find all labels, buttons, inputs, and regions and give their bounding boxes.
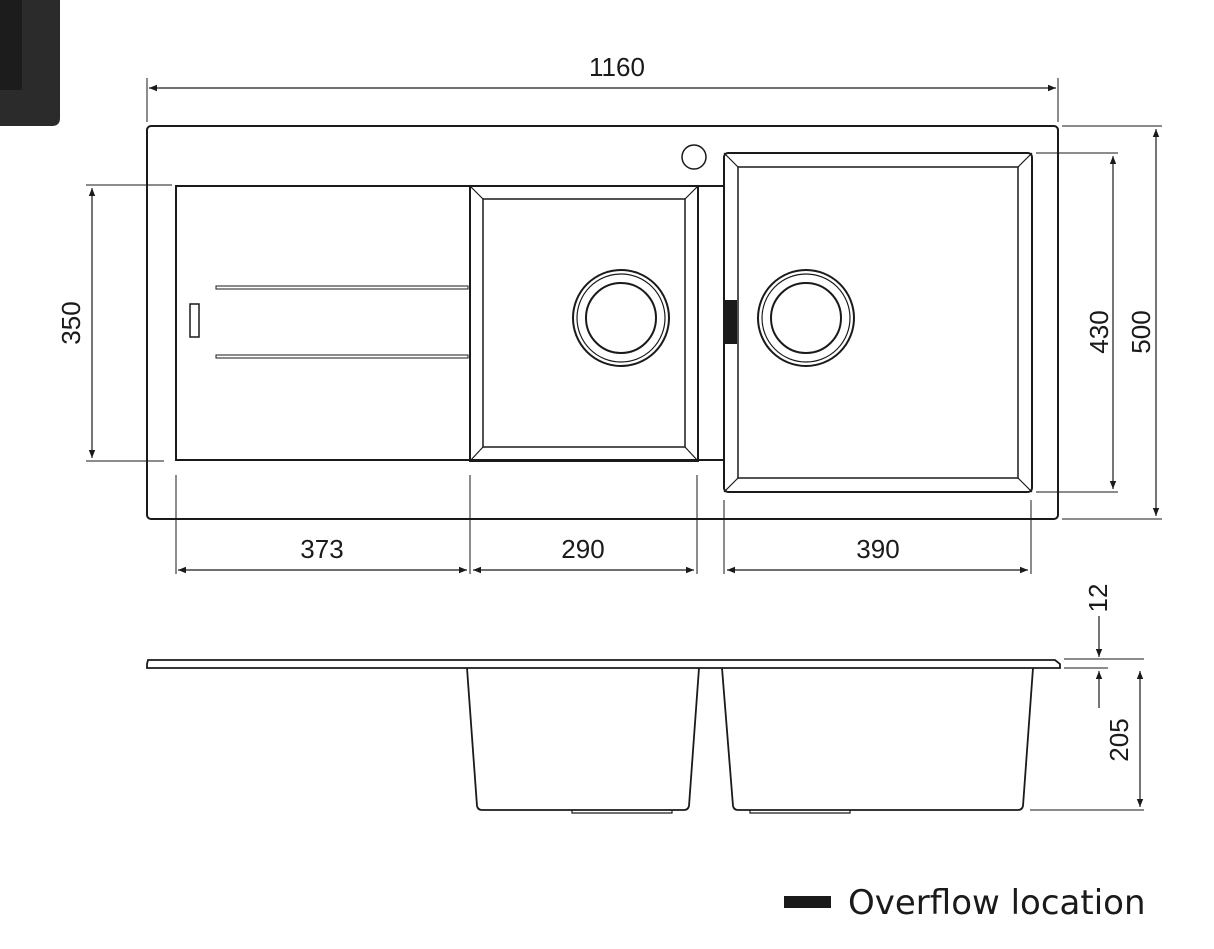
large-bowl-width-label: 390 bbox=[856, 534, 899, 564]
overflow-legend-swatch bbox=[784, 896, 831, 908]
drainer-width-label: 373 bbox=[300, 534, 343, 564]
overall-depth-label: 500 bbox=[1126, 310, 1156, 353]
rim-profile bbox=[146, 659, 1061, 669]
small-bowl-width-label: 290 bbox=[561, 534, 604, 564]
dimension-overall-width: 1160 bbox=[146, 52, 1059, 122]
dimension-bottom-widths: 373 290 390 bbox=[175, 475, 1032, 574]
large-bowl bbox=[723, 152, 1033, 493]
overflow-legend-label: Overflow location bbox=[848, 883, 1146, 923]
large-bowl-drain bbox=[757, 269, 855, 367]
overall-width-label: 1160 bbox=[589, 52, 645, 82]
sink-outline bbox=[146, 125, 1059, 520]
dimension-drainer-depth: 350 bbox=[56, 184, 172, 462]
sink-side-view bbox=[146, 659, 1061, 814]
small-bowl-drain bbox=[572, 269, 670, 367]
tap-hole bbox=[681, 144, 707, 170]
drainer-overflow-slot bbox=[189, 303, 200, 338]
small-bowl-profile bbox=[466, 667, 700, 814]
product-thumbnail bbox=[0, 0, 60, 126]
sink-top-view bbox=[146, 125, 1059, 520]
rim-thickness-label: 12 bbox=[1083, 584, 1113, 613]
dimension-side-view: 12 205 bbox=[1030, 584, 1144, 811]
dimension-right-depths: 430 500 bbox=[1036, 125, 1162, 520]
bowl-depth-label: 205 bbox=[1104, 718, 1134, 761]
legend: Overflow location bbox=[784, 883, 1146, 923]
drainer-depth-label: 350 bbox=[56, 301, 86, 344]
large-bowl-depth-label: 430 bbox=[1084, 310, 1114, 353]
drainer-board bbox=[175, 185, 725, 461]
small-bowl bbox=[469, 185, 699, 462]
overflow-marker bbox=[725, 300, 737, 344]
large-bowl-profile bbox=[721, 667, 1034, 814]
